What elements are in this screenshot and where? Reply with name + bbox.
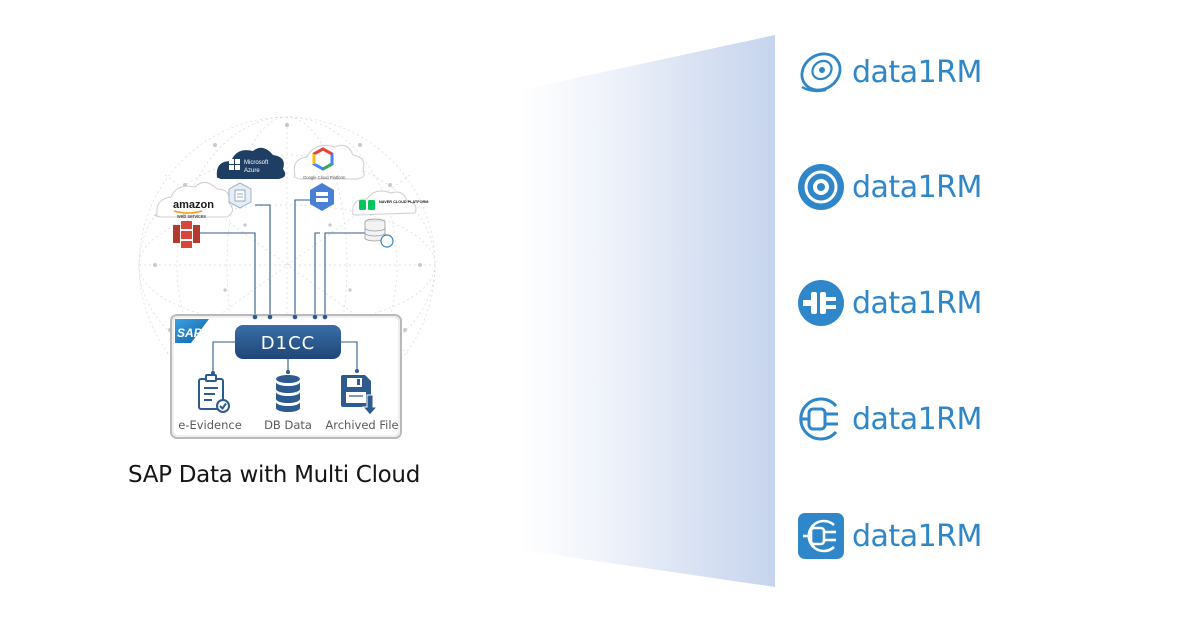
gcp-compute-icon: [310, 183, 334, 211]
logo-variant-2: data1RM: [796, 161, 982, 213]
d1cc-core-box: D1CC: [235, 325, 341, 359]
azure-name-text: Azure: [244, 168, 260, 174]
connector-icon: [798, 280, 844, 326]
logo-variant-4: data1RM: [796, 393, 982, 445]
floppy-download-icon: [341, 375, 379, 416]
sap-logo-text: SAP: [177, 326, 203, 340]
logo-text-5: data1RM: [852, 518, 982, 554]
disc-filled-icon: [798, 164, 844, 210]
aws-s3-icon: [173, 221, 200, 248]
output-label-db-data: DB Data: [264, 418, 312, 432]
logo-text-3: data1RM: [852, 285, 982, 321]
gcp-name-text: Google Cloud Platform: [303, 175, 346, 180]
output-connector-lines: [212, 341, 358, 373]
naver-db-icon: [364, 218, 394, 248]
logo-variant-1: data1RM: [796, 46, 982, 98]
aws-cloud: amazon web services: [154, 182, 233, 220]
sap-multicloud-diagram: amazon web services Microsoft Azure: [138, 116, 436, 439]
gcp-cloud: Google Cloud Platform: [293, 144, 365, 180]
globe-nodes: [153, 123, 422, 332]
logo-text-1: data1RM: [852, 54, 982, 90]
logo-variant-5: data1RM: [796, 510, 982, 562]
sap-logo: SAP: [175, 319, 209, 343]
logo-text-4: data1RM: [852, 401, 982, 437]
logo-variant-3: data1RM: [796, 277, 982, 329]
azure-cloud: Microsoft Azure: [216, 147, 286, 179]
google-cloud-logo-icon: [312, 147, 334, 171]
aws-brand-text: amazon: [173, 199, 214, 211]
output-label-e-evidence: e-Evidence: [178, 418, 242, 432]
diagram-caption: SAP Data with Multi Cloud: [128, 462, 421, 488]
clipboard-check-icon: [198, 374, 230, 413]
disc-outline-icon: [800, 52, 842, 93]
logo-text-2: data1RM: [852, 169, 982, 205]
plug-square-icon: [798, 513, 844, 559]
cloud-connector-lines: [200, 199, 370, 315]
database-icon: [276, 375, 300, 412]
light-beam-gradient: [520, 35, 775, 587]
azure-storage-icon: [228, 182, 252, 209]
core-label: D1CC: [261, 333, 315, 354]
naver-name-text: NAVER CLOUD PLATFORM: [379, 200, 428, 204]
azure-vendor-text: Microsoft: [244, 160, 269, 166]
core-connector-dots: [252, 314, 328, 320]
output-label-archived-file: Archived File: [325, 418, 398, 432]
naver-cloud: NAVER CLOUD PLATFORM: [352, 190, 428, 216]
windows-logo-icon: [229, 159, 240, 170]
plug-outline-icon: [799, 397, 838, 441]
aws-sub-text: web services: [177, 214, 206, 220]
